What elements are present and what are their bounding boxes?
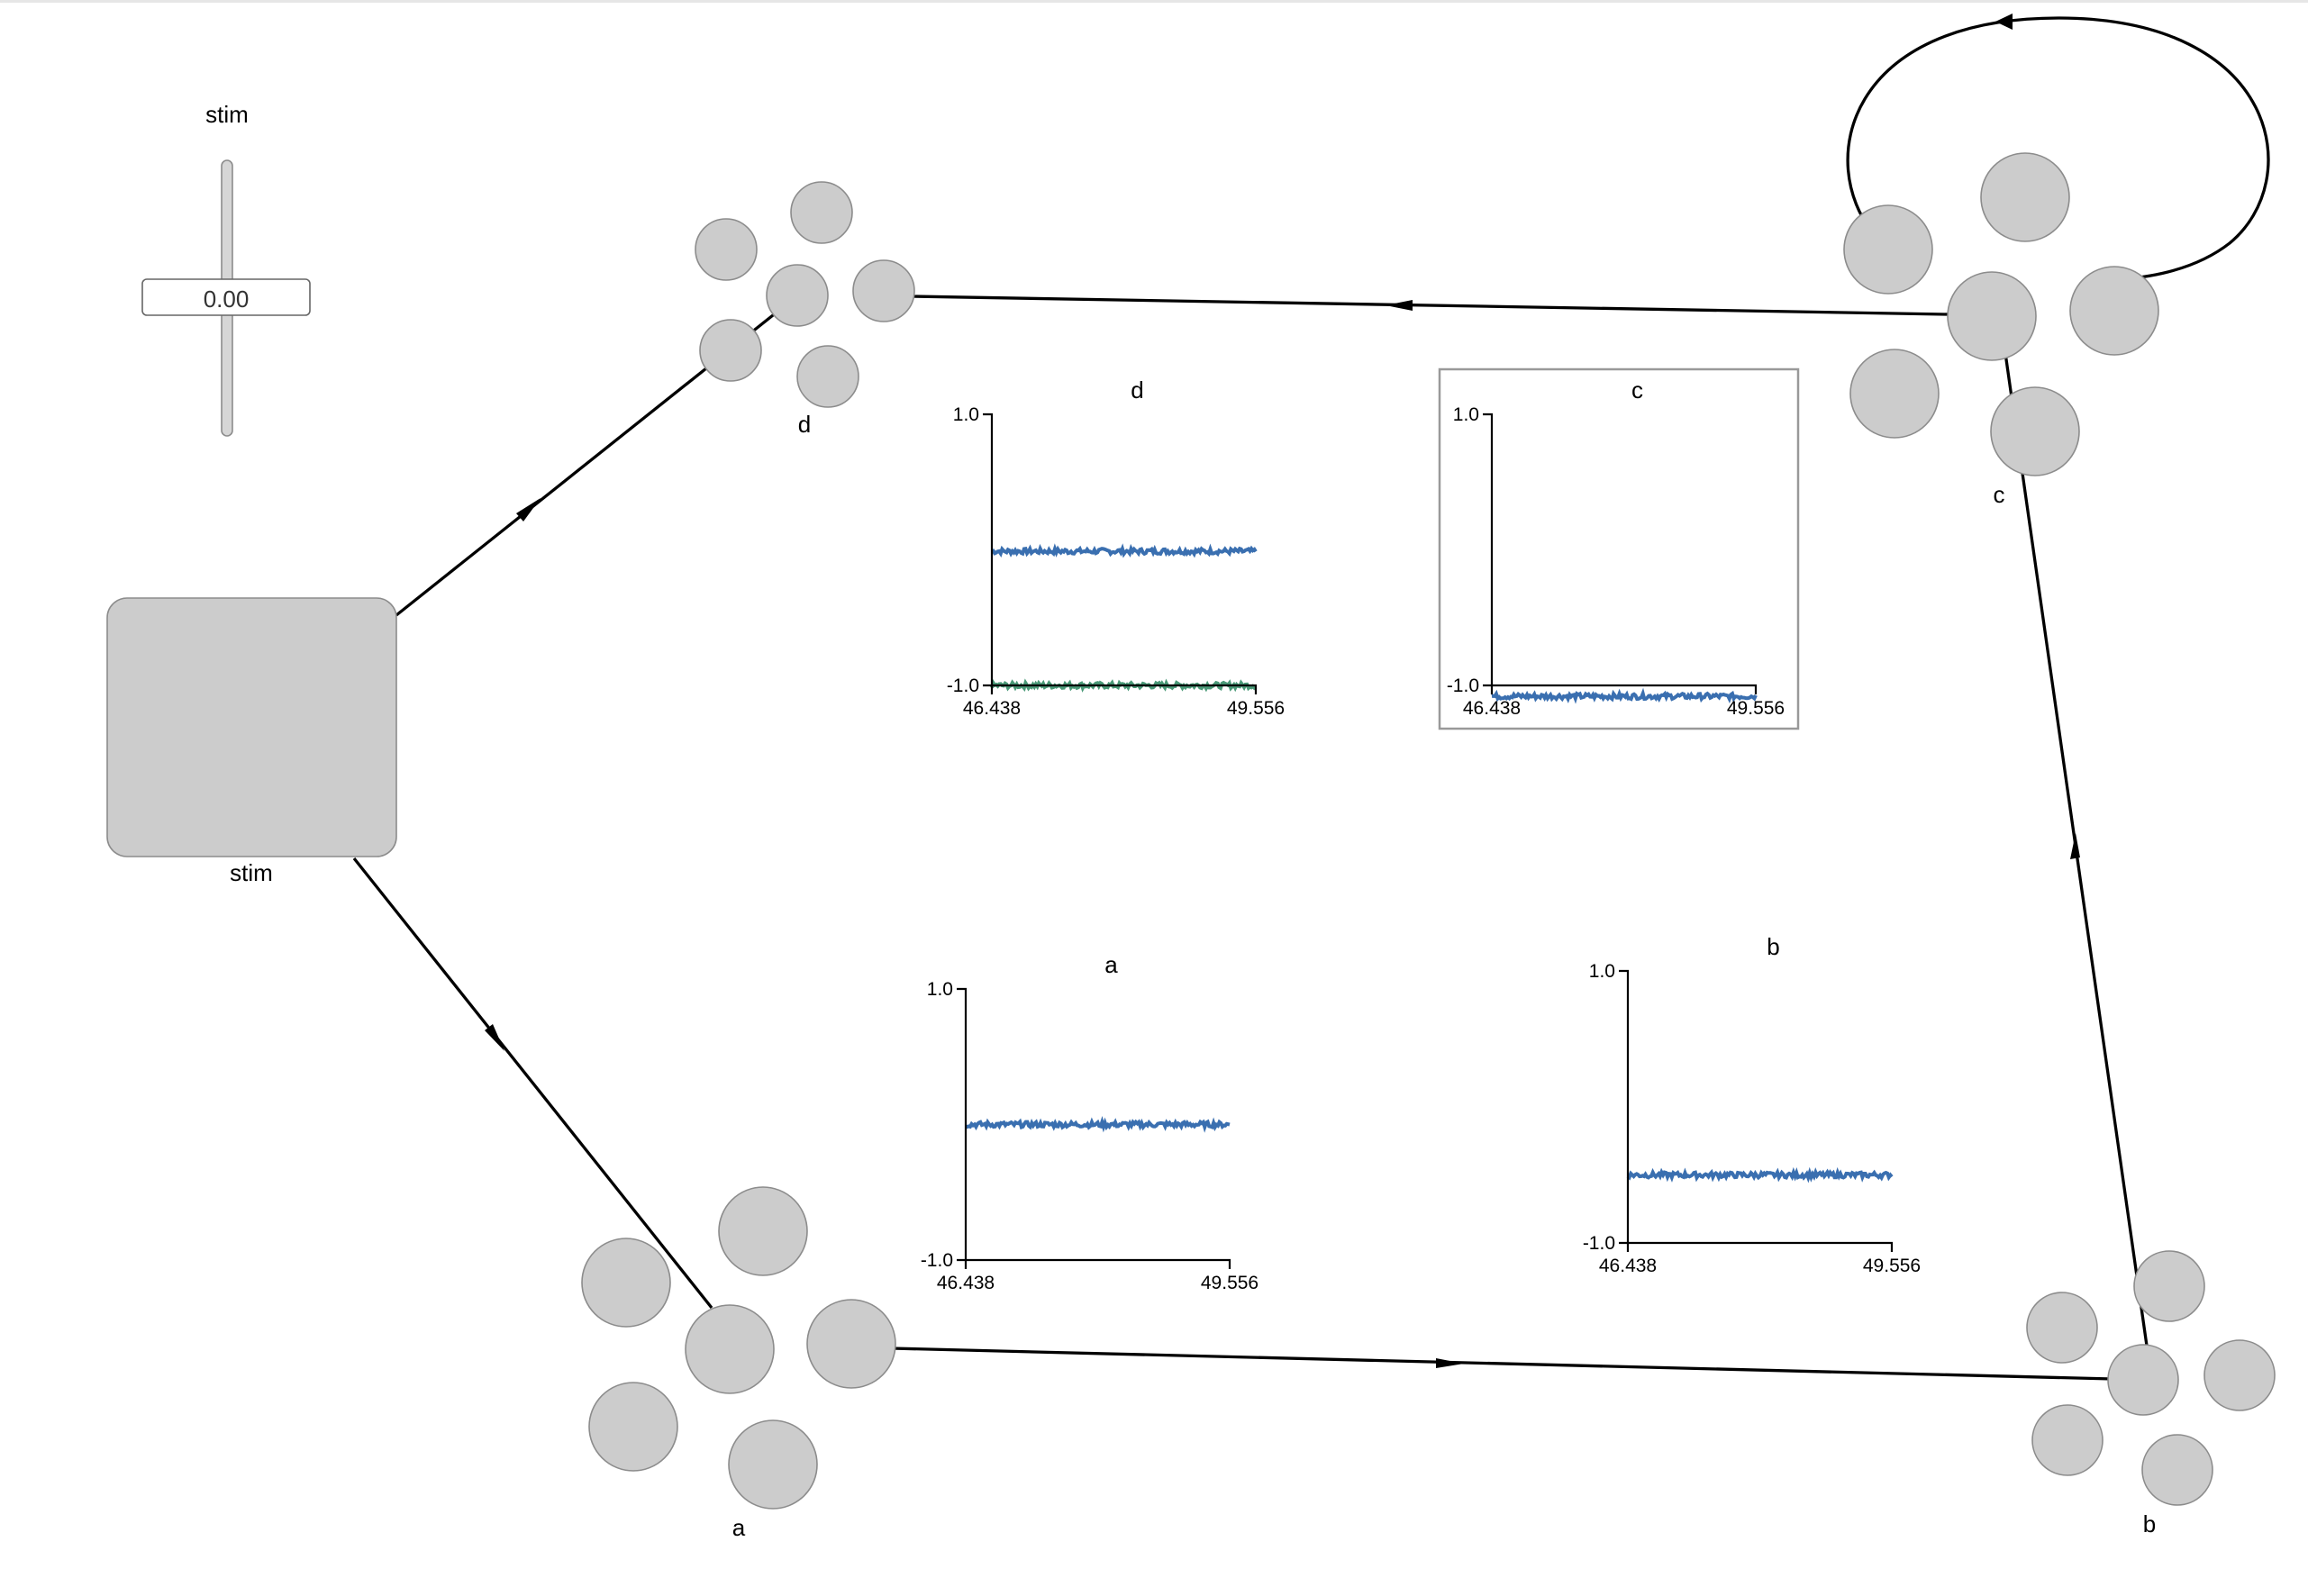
neuron	[2107, 1344, 2179, 1416]
neuron	[1947, 271, 2037, 361]
plot-title: d	[1131, 376, 1143, 404]
neuron	[728, 1419, 818, 1510]
edge-arrow-icon	[1995, 14, 2013, 30]
plot-title: b	[1767, 933, 1779, 960]
neuron	[2069, 266, 2159, 356]
node-label-d: d	[798, 411, 811, 438]
y-tick-label: -1.0	[921, 1250, 953, 1271]
neuron	[852, 259, 915, 322]
node-label-c: c	[1994, 481, 2005, 508]
plot-b[interactable]: b 1.0 -1.046.438 49.556	[1583, 933, 1921, 1276]
node-label-a: a	[732, 1514, 746, 1541]
plot-series-line	[1626, 1166, 1894, 1183]
plot-title: a	[1104, 951, 1118, 978]
y-tick-label: -1.0	[947, 676, 979, 696]
edge-stim-to-a[interactable]	[352, 857, 713, 1310]
neuron	[581, 1238, 671, 1328]
neuron	[2141, 1434, 2213, 1506]
neuron	[806, 1299, 896, 1389]
x-tick-label: 49.556	[1727, 698, 1785, 719]
stim-node-box[interactable]	[106, 597, 397, 857]
neuron	[1990, 386, 2080, 476]
y-tick-label: -1.0	[1583, 1233, 1615, 1254]
edge-a-to-b[interactable]	[891, 1347, 2113, 1381]
node-label-b: b	[2143, 1510, 2156, 1537]
neuron	[2031, 1404, 2104, 1476]
plot-axes	[1619, 969, 1894, 1252]
node-b[interactable]: b	[2026, 1250, 2276, 1537]
neuron	[695, 218, 758, 281]
slider-value: 0.00	[204, 286, 250, 313]
plot-a[interactable]: a 1.0 -1.046.438 49.556	[921, 951, 1258, 1293]
neuron	[699, 319, 762, 382]
neuron	[766, 264, 829, 327]
plot-series-line	[991, 543, 1258, 558]
node-label-stim: stim	[230, 859, 273, 886]
plot-c[interactable]: c 1.0 -1.046.438 49.556	[1438, 367, 1800, 730]
neuron	[1980, 152, 2070, 242]
y-tick-label: -1.0	[1447, 676, 1479, 696]
plot-series-line	[1491, 687, 1758, 704]
node-stim[interactable]: stim	[106, 597, 397, 886]
x-tick-label: 46.438	[937, 1273, 995, 1293]
plot-series-line	[965, 1116, 1231, 1133]
plot-axes	[1483, 413, 1758, 694]
edge-arrow-icon	[2070, 833, 2080, 859]
plot-axes	[957, 987, 1231, 1269]
edge-arrow-icon	[516, 498, 541, 521]
y-tick-label: 1.0	[953, 404, 979, 425]
edge-arrow-icon	[1386, 300, 1413, 311]
plot-series-line	[990, 678, 1258, 693]
x-tick-label: 49.556	[1227, 698, 1285, 719]
top-border	[0, 0, 2308, 3]
slider-label: stim	[205, 101, 249, 128]
slider-handle[interactable]	[141, 278, 311, 316]
edge-arrow-icon	[485, 1024, 504, 1051]
neuron	[588, 1382, 678, 1472]
neuron	[685, 1304, 775, 1394]
edges	[352, 14, 2270, 1381]
x-tick-label: 46.438	[1599, 1256, 1657, 1276]
y-tick-label: 1.0	[1589, 961, 1615, 982]
plot-selection-frame	[1438, 367, 1800, 730]
neuron	[2133, 1250, 2205, 1322]
plot-tick	[957, 1258, 968, 1269]
node-d[interactable]: d	[695, 181, 915, 438]
neuron	[2204, 1339, 2276, 1411]
node-c[interactable]: c	[1843, 152, 2159, 508]
plot-title: c	[1631, 376, 1643, 404]
stim-slider[interactable]: stim 0.00	[141, 101, 311, 437]
neuron	[2026, 1292, 2098, 1364]
neuron	[1849, 349, 1940, 439]
edge-c-to-d[interactable]	[910, 295, 1949, 316]
x-tick-label: 46.438	[1463, 698, 1521, 719]
neuron	[1843, 204, 1933, 295]
edge-c-self-loop[interactable]	[1846, 16, 2270, 283]
plot-d[interactable]: d 1.0 -1.046.438 49.556	[947, 376, 1285, 719]
y-tick-label: 1.0	[927, 979, 953, 1000]
neuron	[796, 345, 859, 408]
neuron	[790, 181, 853, 244]
x-tick-label: 49.556	[1863, 1256, 1921, 1276]
plot-tick	[1483, 684, 1494, 694]
edge-arrow-icon	[1436, 1358, 1464, 1368]
x-tick-label: 49.556	[1201, 1273, 1258, 1293]
x-tick-label: 46.438	[963, 698, 1021, 719]
neuron	[718, 1186, 808, 1276]
y-tick-label: 1.0	[1453, 404, 1479, 425]
plot-tick	[1619, 1241, 1630, 1252]
node-a[interactable]: a	[581, 1186, 896, 1541]
plot-tick	[983, 684, 994, 694]
